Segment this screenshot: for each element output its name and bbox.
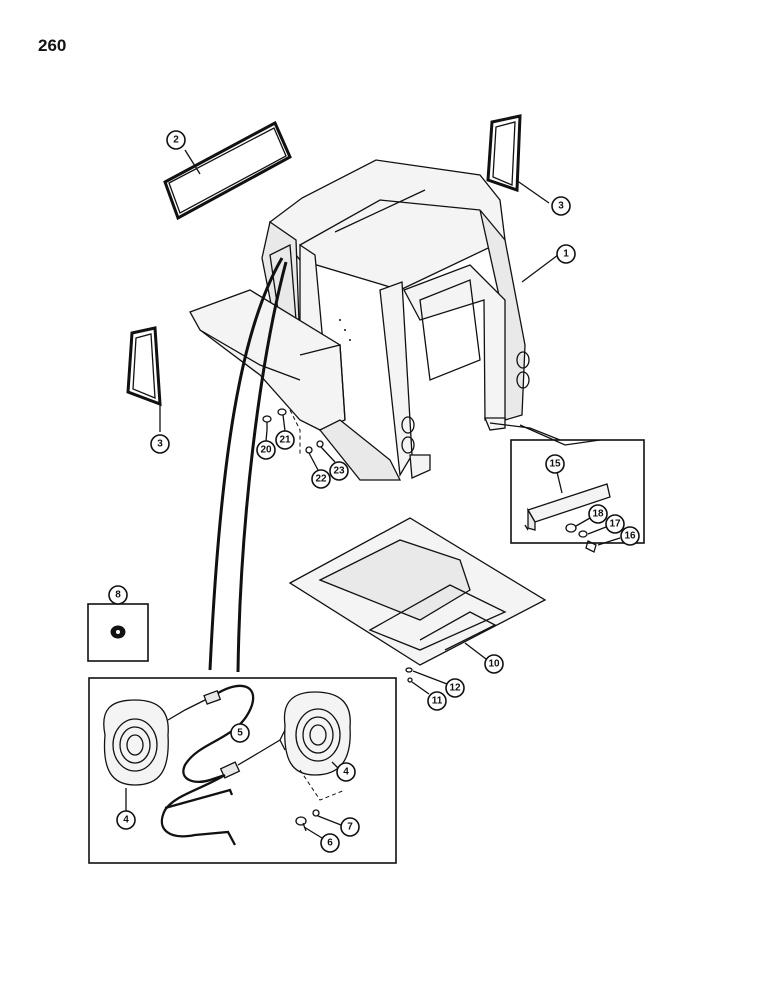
callout-11: 11: [427, 691, 447, 711]
front-window-glass: [163, 120, 292, 221]
callout-1: 1: [556, 244, 576, 264]
callout-21: 21: [275, 430, 295, 450]
floor-mat: [288, 517, 547, 666]
callout-23: 23: [329, 461, 349, 481]
light-wiring-harness: [208, 257, 288, 673]
callout-16: 16: [620, 526, 640, 546]
svg-text:16: 16: [624, 531, 636, 542]
callout-15: 15: [545, 454, 565, 474]
svg-text:18: 18: [592, 509, 604, 520]
callout-12: 12: [445, 678, 465, 698]
svg-text:4: 4: [343, 767, 349, 778]
svg-text:12: 12: [449, 683, 461, 694]
svg-text:3: 3: [157, 439, 163, 450]
svg-text:6: 6: [327, 838, 333, 849]
callout-5: 5: [230, 723, 250, 743]
leader-1: [521, 254, 559, 283]
svg-text:2: 2: [173, 135, 179, 146]
side-window-glass-left: [126, 326, 162, 407]
svg-text:23: 23: [333, 466, 345, 477]
svg-text:17: 17: [609, 519, 621, 530]
svg-text:5: 5: [237, 728, 243, 739]
side-window-glass-right: [486, 114, 522, 193]
callout-2: 2: [166, 130, 186, 150]
callout-4-right: 4: [336, 762, 356, 782]
leader-3-right: [515, 179, 550, 204]
callout-7: 7: [340, 817, 360, 837]
cab-frame: [189, 159, 530, 481]
svg-text:20: 20: [260, 445, 272, 456]
svg-text:11: 11: [432, 696, 443, 707]
callout-22: 22: [311, 469, 331, 489]
callout-17: 17: [605, 514, 625, 534]
leader-10: [464, 642, 487, 660]
callout-3-left: 3: [150, 434, 170, 454]
callout-3-right: 3: [551, 196, 571, 216]
svg-text:1: 1: [563, 249, 569, 260]
svg-text:8: 8: [115, 590, 121, 601]
lamp-wiring-harness: [160, 684, 281, 846]
svg-text:15: 15: [549, 459, 561, 470]
svg-text:10: 10: [488, 659, 500, 670]
svg-text:3: 3: [558, 201, 564, 212]
work-lamp-right: [279, 691, 351, 776]
callout-8: 8: [108, 585, 128, 605]
svg-text:4: 4: [123, 815, 129, 826]
callout-18: 18: [588, 504, 608, 524]
svg-text:22: 22: [315, 474, 327, 485]
leader-2: [184, 149, 201, 175]
floor-mat-hardware: [405, 667, 448, 695]
callout-10: 10: [484, 654, 504, 674]
mounting-hardware-20-23: [262, 408, 324, 455]
lamp-mounting-hardware: [295, 769, 346, 839]
svg-text:21: 21: [279, 435, 291, 446]
callout-6: 6: [320, 833, 340, 853]
page-number: 260: [38, 36, 67, 55]
callout-4-left: 4: [116, 810, 136, 830]
detail-inset-plug: [87, 603, 149, 662]
svg-text:7: 7: [347, 822, 353, 833]
callout-20: 20: [256, 440, 276, 460]
work-lamp-left: [103, 699, 169, 786]
